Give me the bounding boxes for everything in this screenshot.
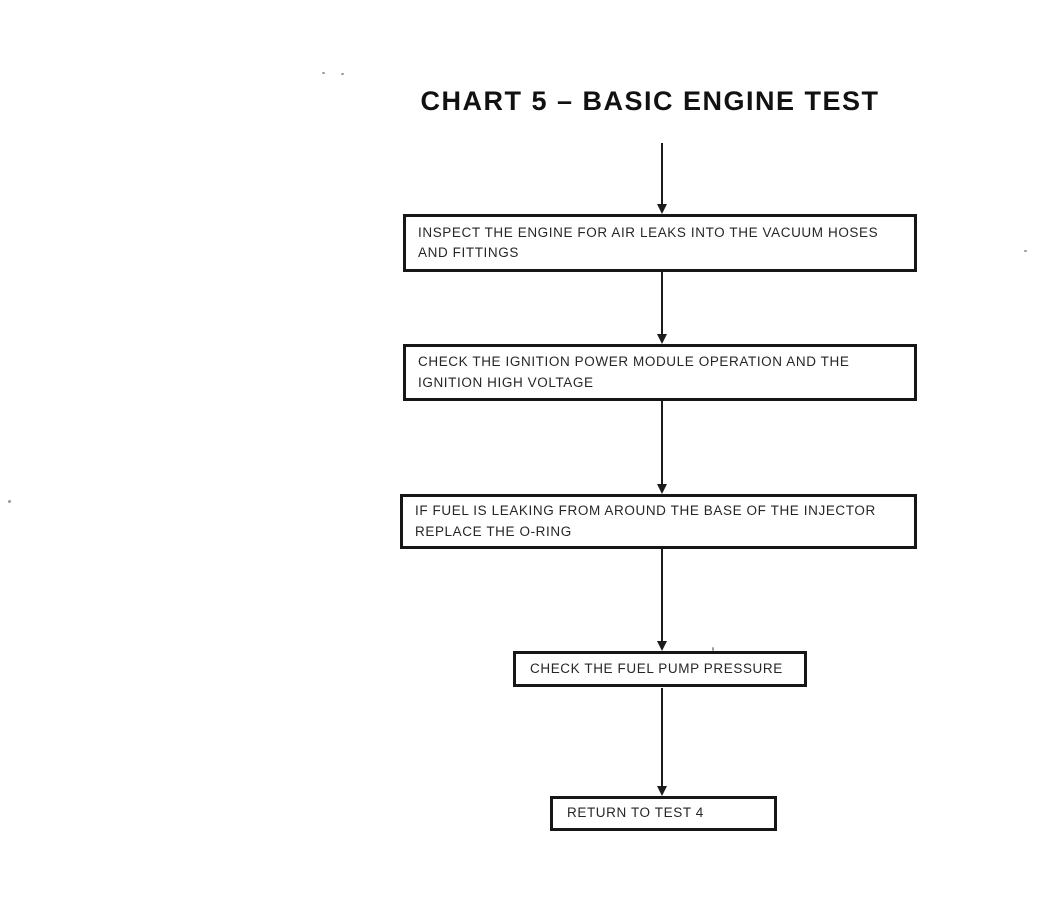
node-label: IF FUEL IS LEAKING FROM AROUND THE BASE … — [415, 503, 876, 539]
flow-node-inspect-air-leaks: INSPECT THE ENGINE FOR AIR LEAKS INTO TH… — [403, 214, 917, 272]
scan-speck — [8, 500, 11, 503]
scan-speck — [322, 72, 325, 74]
arrow-line — [661, 549, 663, 646]
arrow-head-icon — [657, 484, 667, 494]
flow-node-check-fuel-pump: CHECK THE FUEL PUMP PRESSURE — [513, 651, 807, 687]
node-label: CHECK THE FUEL PUMP PRESSURE — [530, 660, 783, 676]
node-label: INSPECT THE ENGINE FOR AIR LEAKS INTO TH… — [418, 224, 879, 260]
node-label: RETURN TO TEST 4 — [567, 805, 704, 821]
arrow-line — [661, 143, 663, 209]
flow-node-check-ignition: CHECK THE IGNITION POWER MODULE OPERATIO… — [403, 344, 917, 401]
connector-arrow — [656, 143, 668, 214]
scan-speck — [1024, 250, 1027, 252]
flow-node-fuel-leak-oring: IF FUEL IS LEAKING FROM AROUND THE BASE … — [400, 494, 917, 549]
flow-node-return-to-test: RETURN TO TEST 4 — [550, 796, 777, 831]
scan-speck — [341, 73, 344, 75]
arrow-head-icon — [657, 334, 667, 344]
arrow-head-icon — [657, 204, 667, 214]
connector-arrow — [656, 272, 668, 344]
arrow-head-icon — [657, 641, 667, 651]
connector-arrow — [656, 401, 668, 494]
arrow-line — [661, 688, 663, 791]
connector-arrow — [656, 688, 668, 796]
arrow-line — [661, 272, 663, 339]
scan-speck — [712, 647, 714, 651]
node-label: CHECK THE IGNITION POWER MODULE OPERATIO… — [418, 354, 850, 390]
chart-title: CHART 5 – BASIC ENGINE TEST — [420, 86, 880, 116]
connector-arrow — [656, 549, 668, 651]
arrow-head-icon — [657, 786, 667, 796]
arrow-line — [661, 401, 663, 489]
